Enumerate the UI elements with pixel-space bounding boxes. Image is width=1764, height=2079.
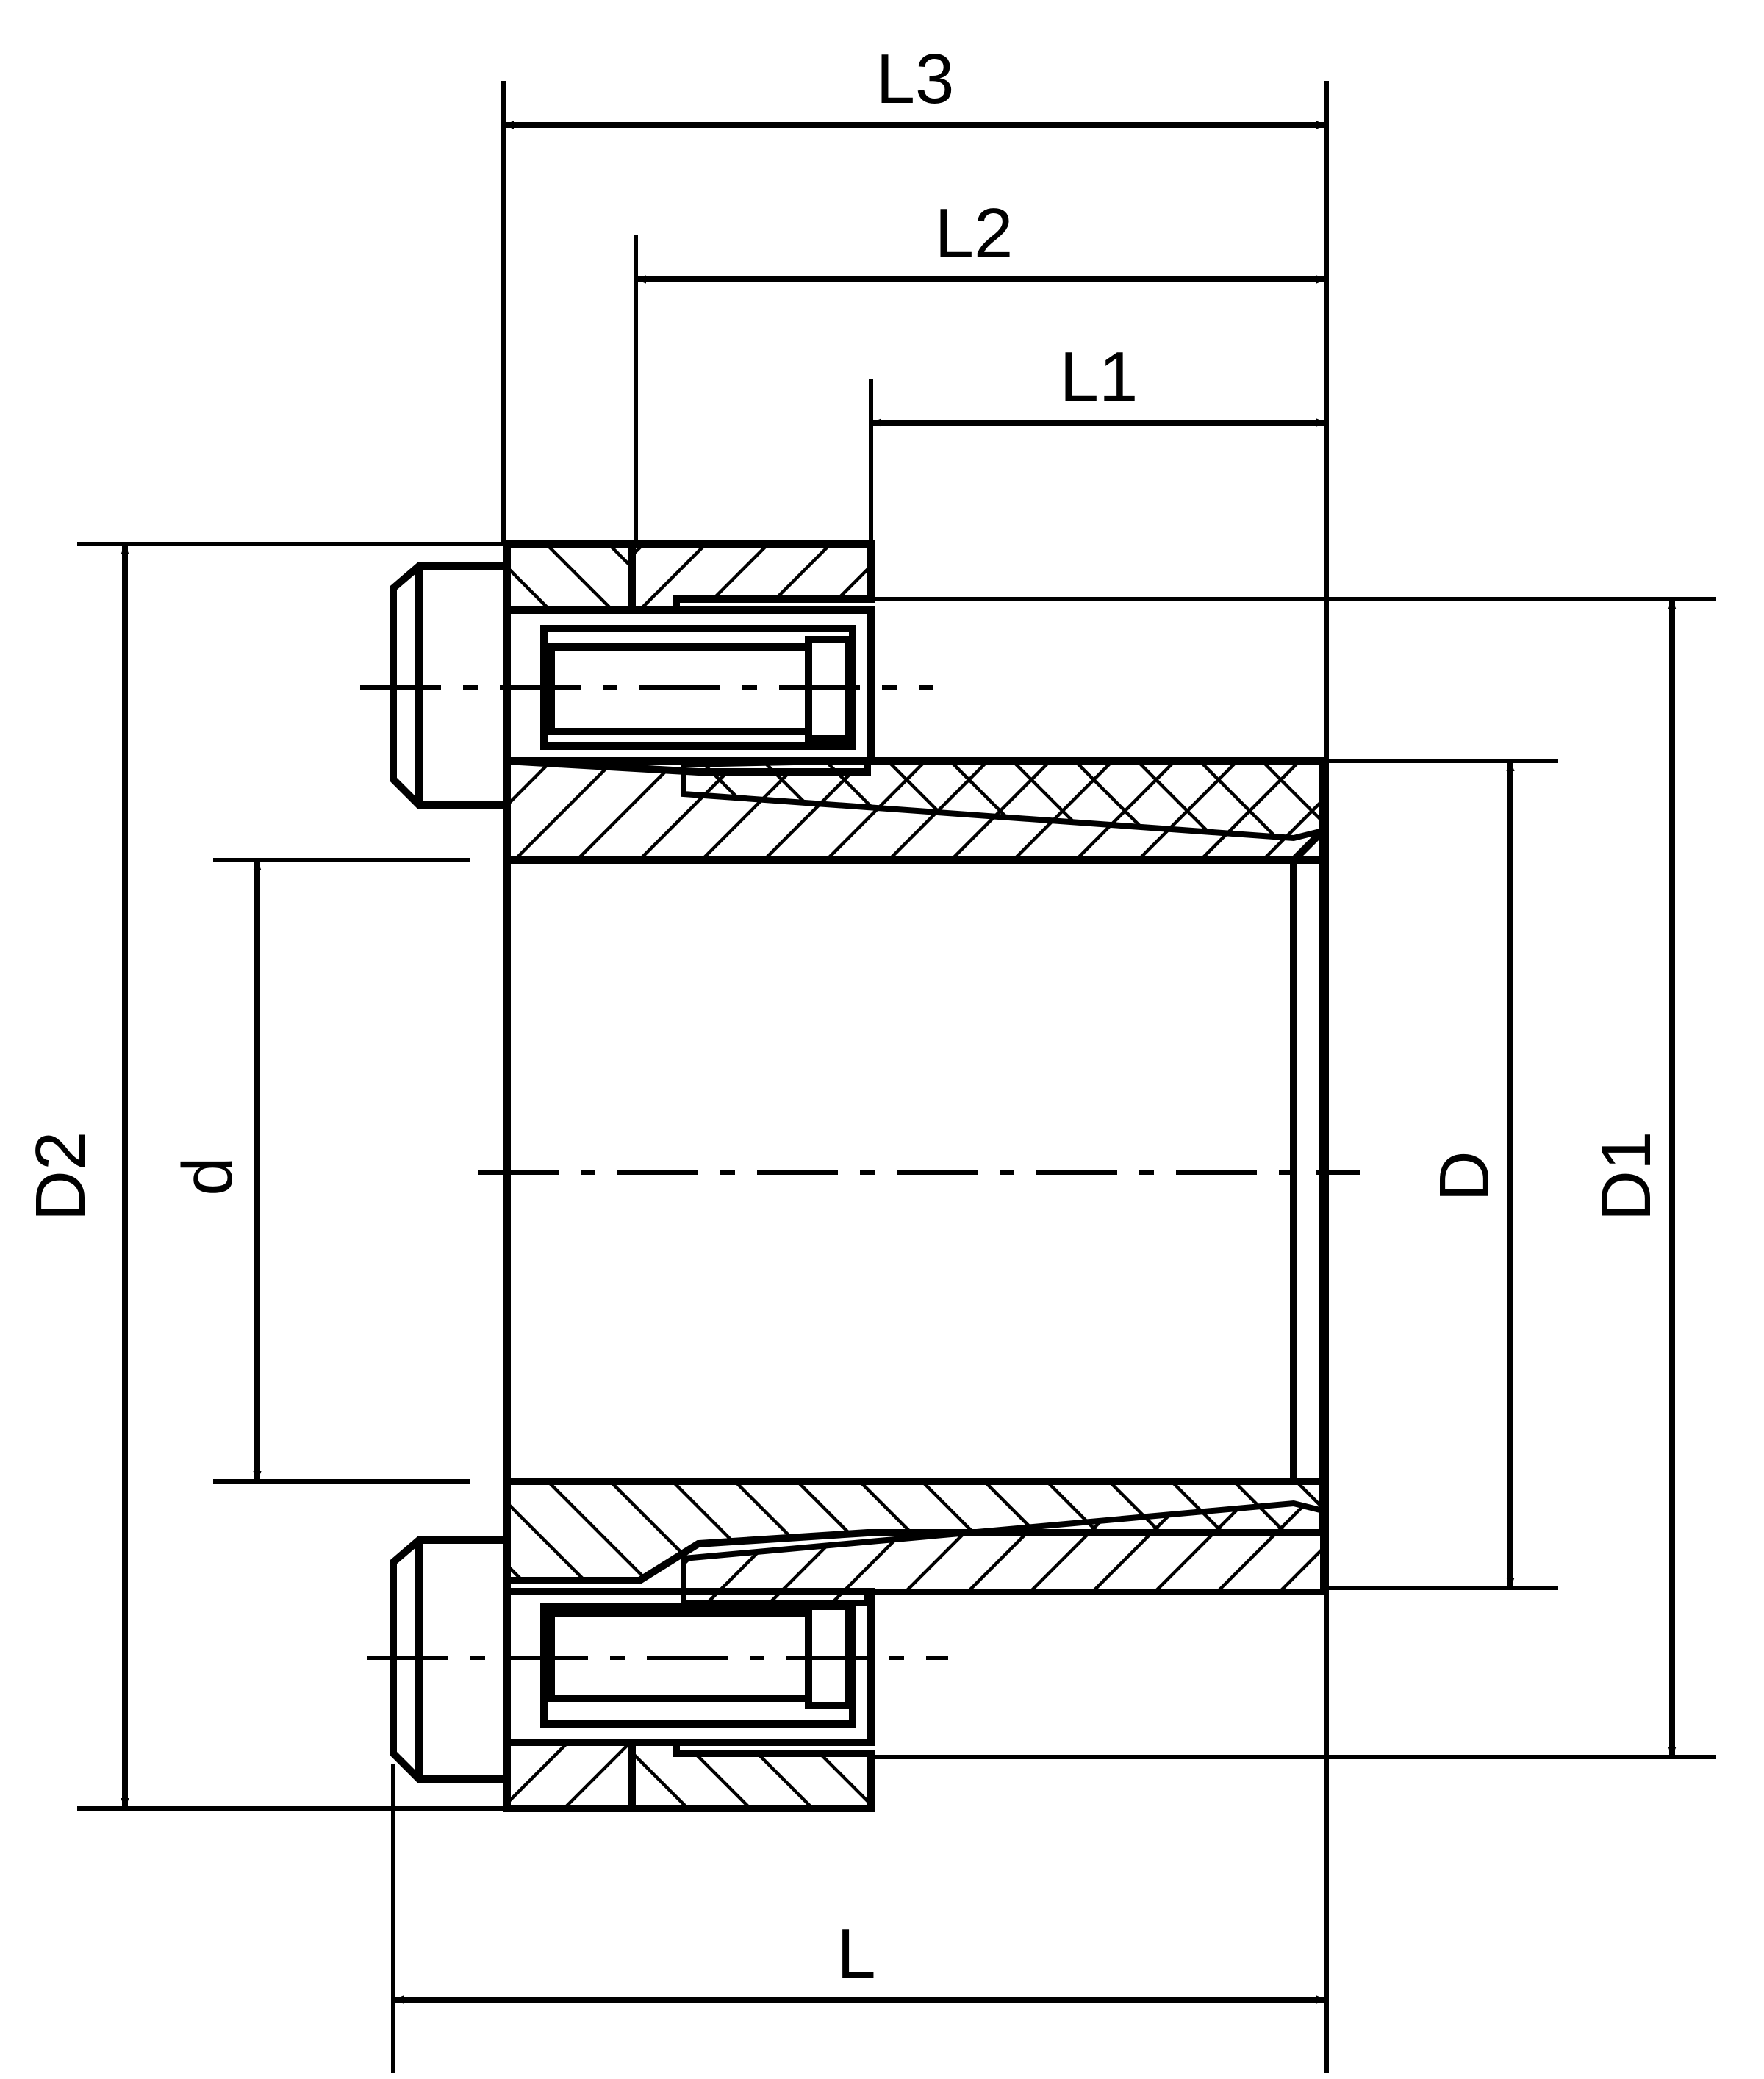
dimension-lines: [121, 121, 1677, 2004]
outer-ring-flange-top: [503, 540, 636, 614]
center-lines: [360, 685, 1360, 1660]
label-d2: D2: [21, 1131, 100, 1222]
label-big-d: D: [1425, 1151, 1504, 1201]
label-l: L: [836, 1914, 875, 1993]
part-outlines: [390, 544, 1327, 1808]
label-l2: L2: [935, 194, 1014, 273]
label-d1: D1: [1587, 1131, 1666, 1222]
label-d: d: [168, 1156, 247, 1195]
outer-ring-bottom: [628, 1739, 875, 1812]
label-l1: L1: [1060, 337, 1139, 416]
label-l3: L3: [876, 40, 955, 118]
outer-ring-flange-bottom: [503, 1739, 636, 1812]
dimension-labels: L3 L2 L1 L D2 d D D1: [21, 40, 1666, 1993]
extension-lines: [77, 81, 1716, 2073]
outer-ring-top: [628, 540, 875, 614]
